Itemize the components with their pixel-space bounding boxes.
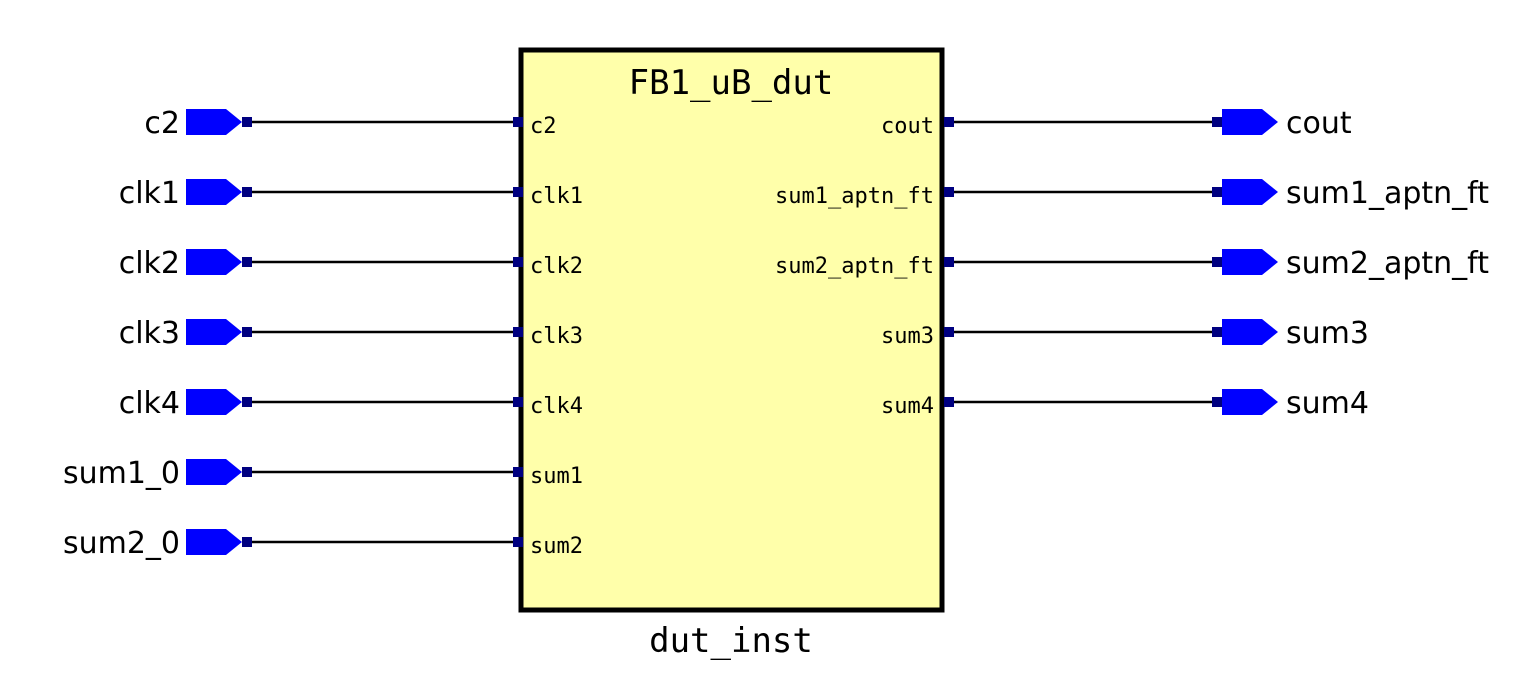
block-pin-label: clk3: [530, 324, 583, 349]
input-port-sum1_0[interactable]: [186, 459, 242, 485]
input-net-label: clk1: [119, 176, 180, 211]
block-title: FB1_uB_dut: [629, 63, 834, 103]
pin-marker: [944, 257, 954, 267]
block-pin-label: cout: [881, 114, 934, 139]
instance-name: dut_inst: [649, 621, 813, 661]
pin-marker: [513, 397, 523, 407]
wires-layer: [252, 120, 1216, 544]
pin-marker: [513, 327, 523, 337]
output-port-sum1_aptn_ft[interactable]: [1222, 179, 1278, 205]
block-pin-label: sum1_aptn_ft: [775, 184, 934, 209]
block-pin-label: sum2: [530, 534, 583, 559]
port-connector-dot: [1212, 397, 1222, 407]
output-net-label: sum3: [1286, 316, 1369, 351]
port-connector-dot: [1212, 257, 1222, 267]
port-connector-dot: [242, 537, 252, 547]
input-net-label: sum2_0: [63, 526, 180, 561]
input-net-label: clk2: [119, 246, 180, 281]
port-connector-dot: [242, 327, 252, 337]
block-pin-label: sum1: [530, 464, 583, 489]
input-net-label: clk3: [119, 316, 180, 351]
output-port-sum4[interactable]: [1222, 389, 1278, 415]
ports-layer: c2 clk1 clk2 clk3 clk4 sum1_0 sum2_0 cout sum1_a…: [63, 106, 1489, 561]
input-port-clk4[interactable]: [186, 389, 242, 415]
pin-marker: [513, 187, 523, 197]
block-dut[interactable]: [518, 47, 945, 613]
block-pin-label: clk1: [530, 184, 583, 209]
input-net-label: sum1_0: [63, 456, 180, 491]
pin-marker: [513, 467, 523, 477]
port-connector-dot: [1212, 327, 1222, 337]
input-port-clk3[interactable]: [186, 319, 242, 345]
input-port-c2[interactable]: [186, 109, 242, 135]
output-net-label: sum2_aptn_ft: [1286, 246, 1489, 281]
input-net-label: clk4: [119, 386, 180, 421]
port-connector-dot: [1212, 187, 1222, 197]
output-port-sum2_aptn_ft[interactable]: [1222, 249, 1278, 275]
port-connector-dot: [1212, 117, 1222, 127]
input-net-label: c2: [144, 106, 180, 141]
port-connector-dot: [242, 187, 252, 197]
pin-marker: [944, 187, 954, 197]
pin-marker: [944, 397, 954, 407]
block-pin-label: clk2: [530, 254, 583, 279]
port-connector-dot: [242, 117, 252, 127]
pin-marker: [944, 327, 954, 337]
pin-marker: [513, 257, 523, 267]
block-pin-label: sum2_aptn_ft: [775, 254, 934, 279]
input-port-sum2_0[interactable]: [186, 529, 242, 555]
output-net-label: sum4: [1286, 386, 1369, 421]
output-net-label: sum1_aptn_ft: [1286, 176, 1489, 211]
block-pin-label: sum3: [881, 324, 934, 349]
input-port-clk1[interactable]: [186, 179, 242, 205]
output-net-label: cout: [1286, 106, 1352, 141]
block-pin-label: sum4: [881, 394, 934, 419]
pin-marker: [513, 117, 523, 127]
block-pin-label: c2: [530, 114, 557, 139]
input-port-clk2[interactable]: [186, 249, 242, 275]
output-port-sum3[interactable]: [1222, 319, 1278, 345]
port-connector-dot: [242, 467, 252, 477]
port-connector-dot: [242, 257, 252, 267]
output-port-cout[interactable]: [1222, 109, 1278, 135]
port-connector-dot: [242, 397, 252, 407]
pin-marker: [513, 537, 523, 547]
pins-layer: c2 clk1 clk2 clk3 clk4 sum1 sum2 cout sum1_aptn_…: [513, 114, 954, 559]
pin-marker: [944, 117, 954, 127]
block-pin-label: clk4: [530, 394, 583, 419]
